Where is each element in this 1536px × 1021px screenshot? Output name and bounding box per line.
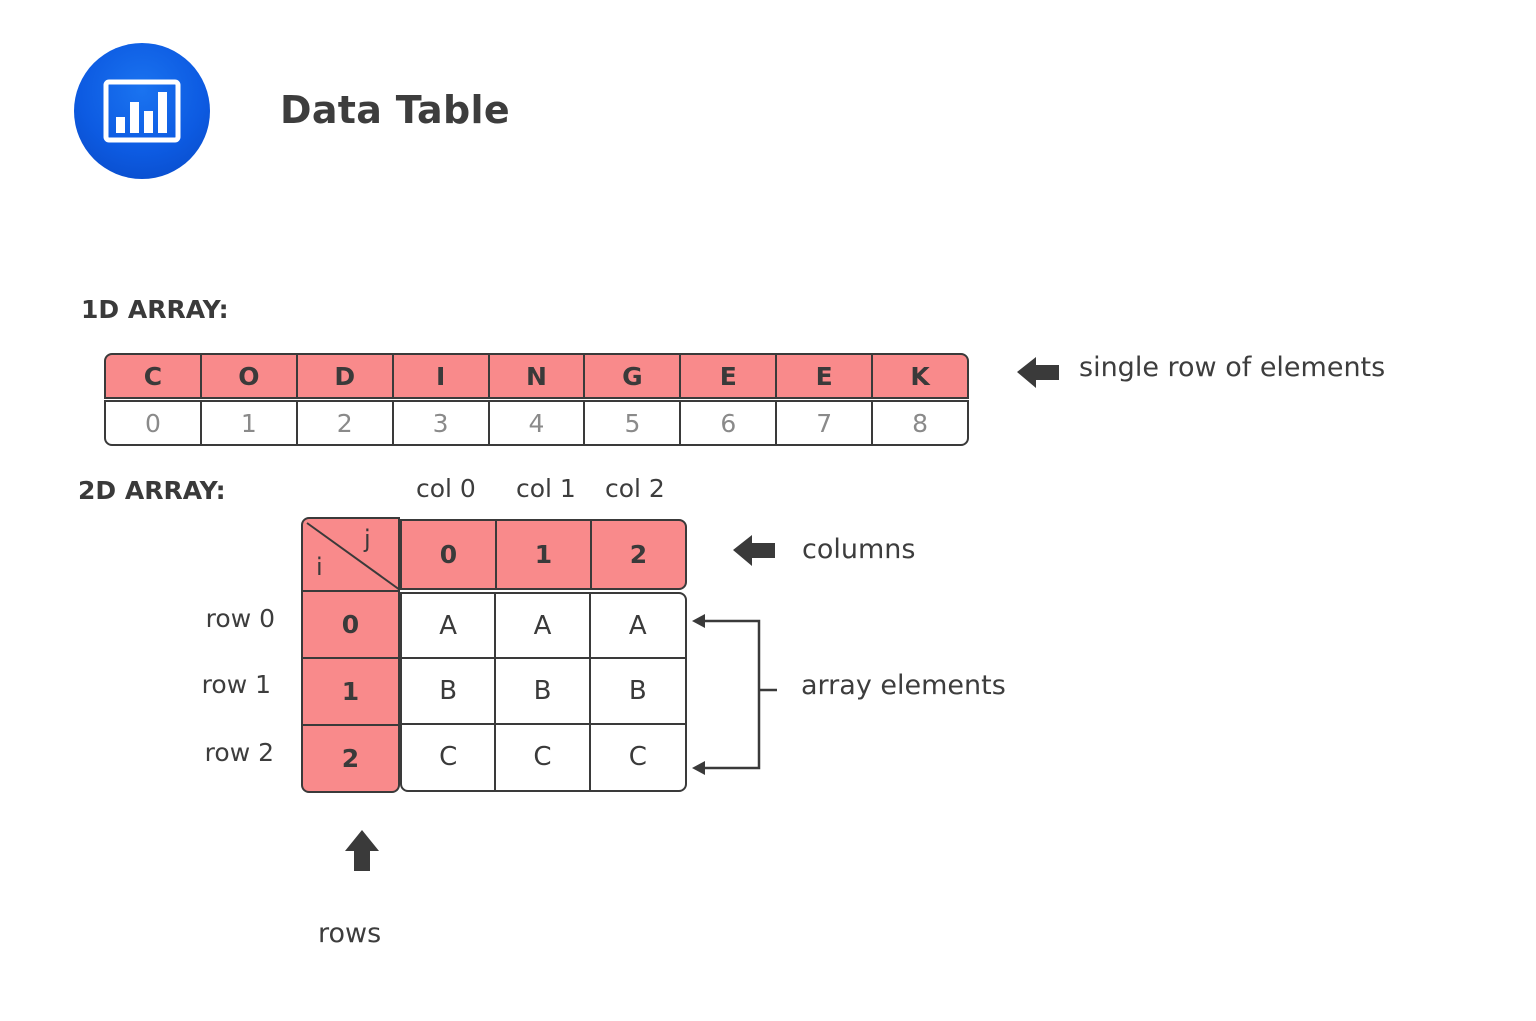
row-index: 1	[303, 657, 398, 724]
column-index: 2	[629, 540, 648, 569]
array-1d-index: 6	[681, 402, 778, 444]
array-1d-index: 2	[298, 402, 394, 444]
note-array-elements: array elements	[801, 670, 1006, 701]
label-2d-array: 2D ARRAY:	[78, 476, 226, 505]
array-1d-index: 4	[490, 402, 586, 444]
array-1d-index: 5	[585, 402, 682, 444]
array-1d-element: K	[910, 361, 930, 391]
array-1d-element: E	[777, 355, 874, 397]
arrow-left-icon	[1017, 357, 1059, 388]
column-header-row: 0 1 2	[400, 519, 687, 590]
array-1d-index: 3	[394, 402, 490, 444]
label-1d-array: 1D ARRAY:	[81, 295, 229, 324]
array-1d-element: N	[490, 355, 586, 397]
grid-cell: B	[402, 659, 497, 725]
arrow-up-icon	[345, 830, 379, 871]
note-columns: columns	[802, 534, 916, 565]
column-index: 0	[402, 521, 497, 588]
row-label: row 1	[201, 670, 271, 699]
grid-cell: A	[496, 594, 591, 660]
column-index: 1	[497, 521, 592, 588]
col-label: col 1	[516, 474, 576, 503]
corner-label-i: i	[316, 553, 323, 581]
grid-cell: C	[628, 742, 647, 773]
col-label: col 2	[605, 474, 665, 503]
row-label: row 2	[204, 738, 274, 767]
grid-cell: B	[590, 659, 685, 725]
corner-cell	[301, 517, 401, 591]
array-1d-element: E	[681, 355, 778, 397]
array-1d-index: 0	[106, 402, 202, 444]
bar-chart-icon	[103, 79, 181, 143]
note-single-row: single row of elements	[1079, 352, 1386, 383]
corner-diagonal	[306, 522, 401, 591]
page-title: Data Table	[280, 88, 510, 132]
grid-cell: A	[590, 594, 685, 660]
arrow-left-icon	[733, 535, 775, 566]
array-2d-grid: A A A B B B C C C	[400, 592, 687, 792]
array-1d-index: 8	[912, 408, 929, 438]
array-1d-element: I	[394, 355, 490, 397]
array-1d-element: G	[585, 355, 682, 397]
array-1d-element: C	[106, 355, 202, 397]
row-header-column: 0 1 2	[301, 590, 400, 793]
array-1d-elements: C O D I N G E E K	[104, 353, 969, 399]
array-1d-index: 1	[202, 402, 298, 444]
array-1d-indices: 0 1 2 3 4 5 6 7 8	[104, 400, 969, 446]
array-1d-index: 7	[777, 402, 874, 444]
corner-label-j: j	[364, 525, 371, 553]
col-label: col 0	[416, 474, 476, 503]
app-logo	[74, 43, 210, 179]
grid-cell: C	[496, 724, 591, 790]
row-index: 2	[303, 724, 398, 791]
bracket-arrow-icon	[692, 614, 777, 775]
row-label: row 0	[205, 604, 275, 633]
note-rows: rows	[318, 918, 382, 949]
array-1d-element: O	[202, 355, 298, 397]
array-1d-element: D	[298, 355, 394, 397]
grid-cell: A	[402, 594, 497, 660]
row-index: 0	[303, 590, 398, 657]
grid-cell: C	[402, 724, 497, 790]
grid-cell: B	[496, 659, 591, 725]
